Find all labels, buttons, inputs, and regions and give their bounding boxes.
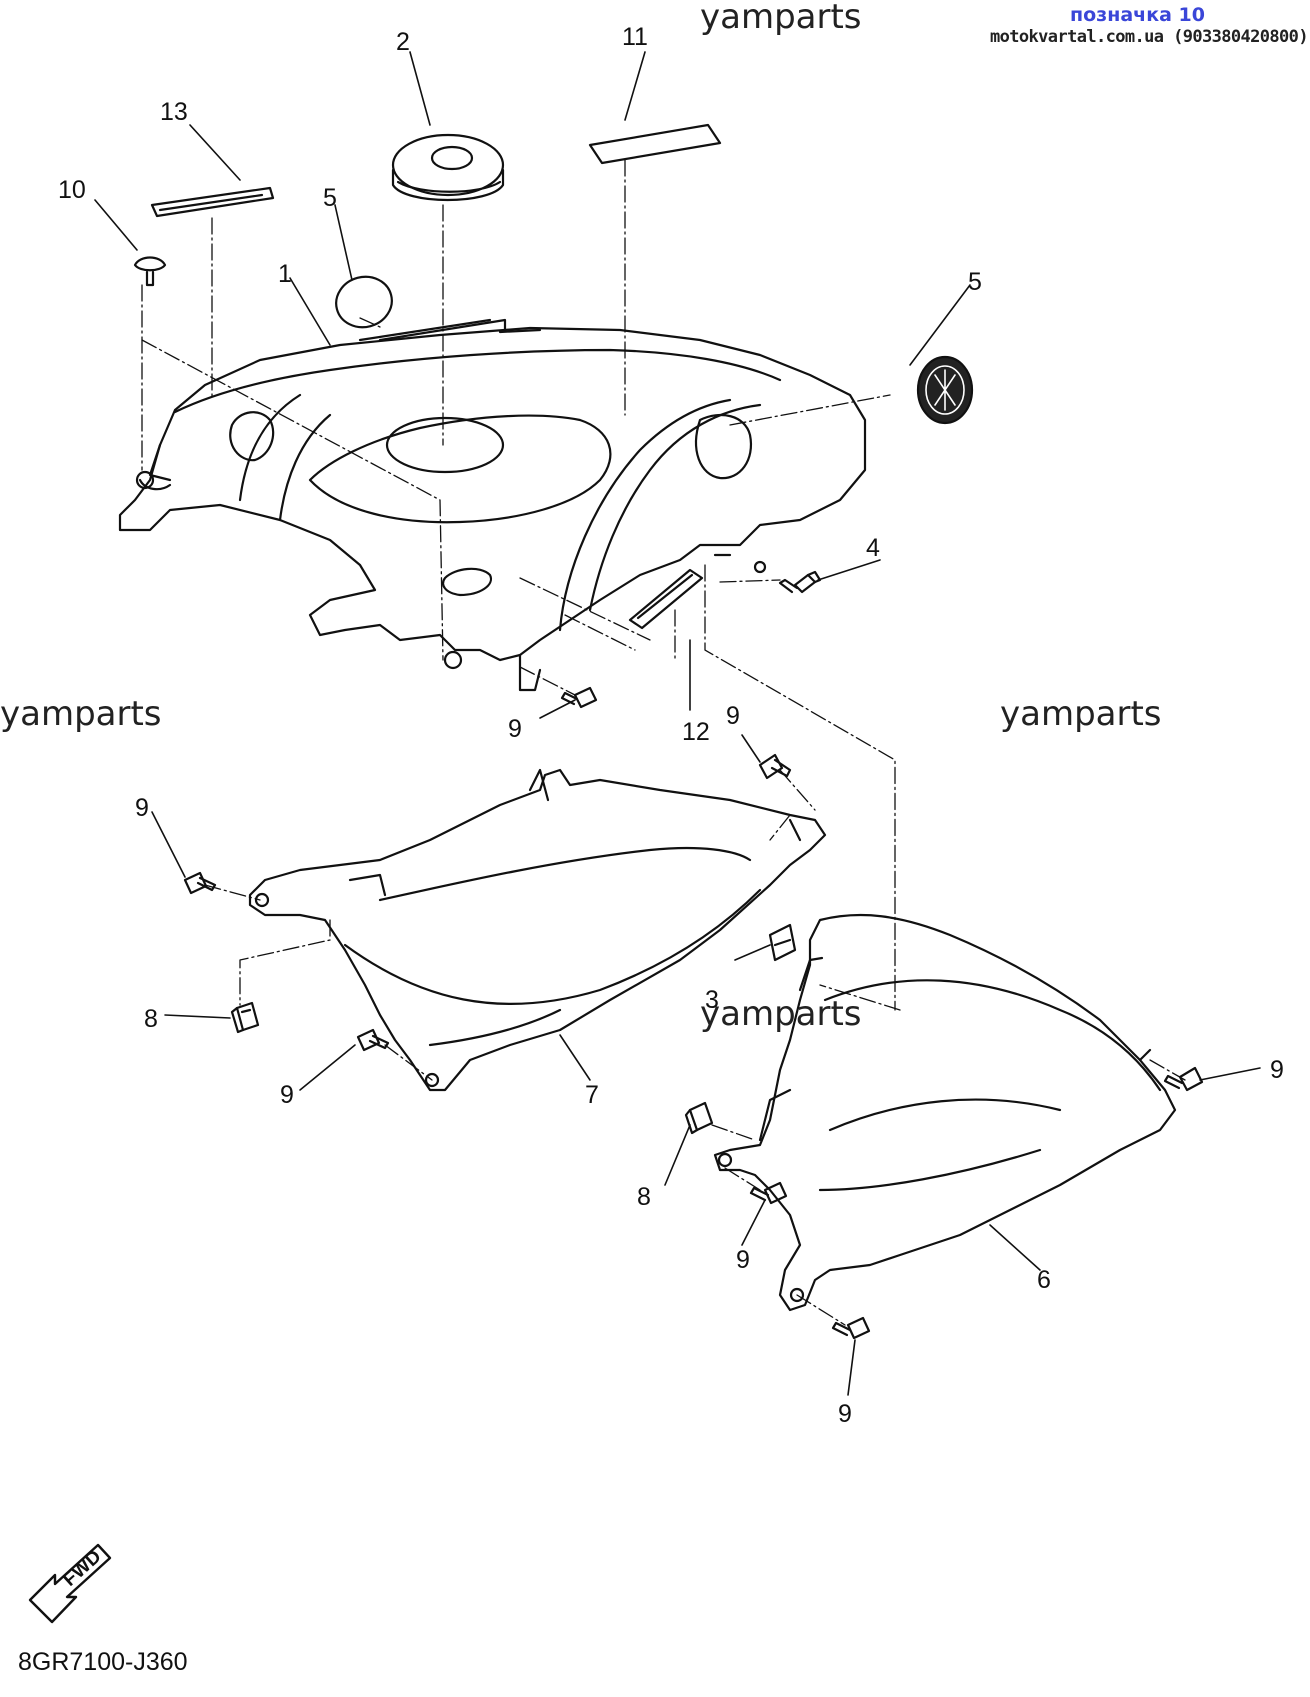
- label-strip-13: [150, 186, 275, 218]
- side-panel-7: [248, 768, 827, 1092]
- callout-9-g: 9: [838, 1400, 852, 1428]
- header-site: motokvartal.com.ua (903380420800): [990, 27, 1309, 47]
- callout-3: 3: [705, 986, 719, 1014]
- emblem-5-left: [335, 275, 393, 329]
- emblem-5-right: [916, 355, 974, 425]
- callout-9-d: 9: [280, 1081, 294, 1109]
- callout-5-right: 5: [968, 268, 982, 296]
- watermark-center: yamparts: [700, 994, 862, 1034]
- bolt-9-b: [758, 753, 792, 780]
- callout-6: 6: [1037, 1266, 1051, 1294]
- label-strip-12: [628, 568, 704, 630]
- grommet: [391, 133, 505, 202]
- callout-9-e: 9: [1270, 1056, 1284, 1084]
- bolt-9-e: [1163, 1066, 1204, 1092]
- bolt-9-d: [356, 1028, 390, 1052]
- watermark-top: yamparts: [700, 0, 862, 37]
- nut-8-left: [230, 1001, 260, 1034]
- callout-5-left: 5: [323, 184, 337, 212]
- callout-10: 10: [58, 176, 86, 204]
- header-title: позначка 10: [1070, 4, 1205, 26]
- clip-10: [133, 256, 167, 287]
- callout-12: 12: [682, 718, 710, 746]
- watermark-right: yamparts: [1000, 694, 1162, 734]
- leader-lines: [94, 51, 1261, 1396]
- bracket-3: [768, 923, 797, 962]
- callout-11: 11: [622, 23, 648, 51]
- callout-9-a: 9: [508, 715, 522, 743]
- diagram-code: 8GR7100-J360: [18, 1648, 188, 1676]
- callout-9-c: 9: [135, 794, 149, 822]
- callout-8-right: 8: [637, 1183, 651, 1211]
- callout-7: 7: [585, 1081, 599, 1109]
- side-panel-6: [713, 913, 1177, 1312]
- bolt-9-a: [560, 686, 598, 709]
- callout-4: 4: [866, 534, 880, 562]
- callout-1: 1: [278, 260, 292, 288]
- nut-8-right: [684, 1101, 714, 1135]
- callout-13: 13: [160, 98, 188, 126]
- callout-9-f: 9: [736, 1246, 750, 1274]
- callout-2: 2: [396, 28, 410, 56]
- bolt-9-f: [749, 1181, 788, 1205]
- assembly-lines: [141, 159, 1186, 1326]
- callout-8-left: 8: [144, 1005, 158, 1033]
- bolt-9-g: [831, 1316, 871, 1340]
- fwd-arrow-icon: [28, 1543, 112, 1624]
- bolt-9-c: [183, 871, 217, 895]
- screw-4: [778, 570, 822, 594]
- emblem-sheet-11: [588, 123, 722, 165]
- watermark-left: yamparts: [0, 694, 162, 734]
- callout-9-b: 9: [726, 702, 740, 730]
- tank-cover: [118, 318, 867, 692]
